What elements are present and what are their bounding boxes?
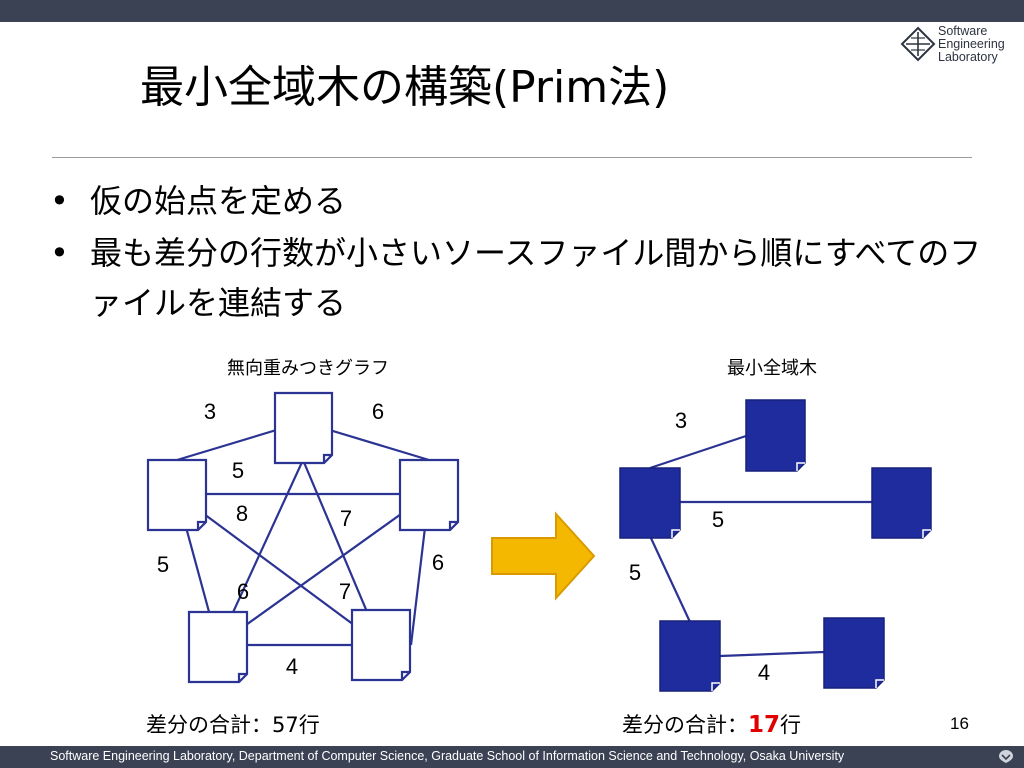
edge-weight: 5 xyxy=(232,458,244,483)
right-tree-weights: 3 5 5 4 xyxy=(629,408,770,685)
file-node-fold xyxy=(196,520,206,530)
right-total-suffix: 行 xyxy=(780,713,801,737)
edge xyxy=(719,650,825,658)
lab-logo-text: Software Engineering Laboratory xyxy=(938,25,1005,64)
title-divider xyxy=(52,157,972,158)
file-node xyxy=(187,610,249,684)
file-node xyxy=(659,620,721,692)
edge-weight: 6 xyxy=(432,550,444,575)
file-node xyxy=(273,391,334,465)
left-graph-weights: 3 6 5 8 7 5 6 6 7 4 xyxy=(157,399,444,679)
bullet-dot-icon: • xyxy=(50,182,69,220)
right-total-value: 17 xyxy=(748,712,780,738)
edge-weight: 3 xyxy=(675,408,687,433)
edge-weight: 5 xyxy=(712,507,724,532)
file-node xyxy=(398,458,460,532)
edge-weight: 6 xyxy=(237,579,249,604)
file-node-fold xyxy=(711,682,720,691)
bullet-text: 最も差分の行数が小さいソースファイル間から順にすべてのファイルを連結する xyxy=(90,234,982,322)
slide-title: 最小全域木の構築(Prim法) xyxy=(140,62,670,113)
edge-weight: 7 xyxy=(340,506,352,531)
right-tree-nodes xyxy=(619,399,932,692)
edge-weight: 5 xyxy=(629,560,641,585)
left-diagram-total: 差分の合計：57行 xyxy=(146,713,320,737)
bullet-item: • 最も差分の行数が小さいソースファイル間から順にすべてのファイルを連結する xyxy=(48,228,988,328)
lab-logo: Software Engineering Laboratory xyxy=(898,22,1022,68)
right-diagram-caption: 最小全域木 xyxy=(727,358,817,379)
left-graph-nodes xyxy=(146,391,460,684)
file-node-fold xyxy=(875,679,884,688)
file-node-fold xyxy=(671,529,680,538)
file-node-fold xyxy=(922,529,931,538)
file-node xyxy=(823,617,885,689)
bullet-item: • 仮の始点を定める xyxy=(48,176,988,226)
file-node xyxy=(619,467,681,539)
file-node xyxy=(745,399,806,472)
footer-logo-icon xyxy=(999,750,1013,763)
right-diagram-total: 差分の合計：17行 xyxy=(622,712,801,738)
right-arrow-icon xyxy=(491,511,596,601)
edge xyxy=(649,434,747,470)
file-node-fold xyxy=(237,672,247,682)
page-number: 16 xyxy=(950,714,969,733)
edge xyxy=(649,535,691,623)
file-node xyxy=(350,608,412,682)
top-bar xyxy=(0,0,1024,22)
file-node xyxy=(871,467,932,539)
footer-text: Software Engineering Laboratory, Departm… xyxy=(50,749,845,763)
left-diagram-caption: 無向重みつきグラフ xyxy=(227,358,389,379)
bullet-dot-icon: • xyxy=(50,234,69,272)
logo-line-3: Laboratory xyxy=(938,50,998,64)
file-node-fold xyxy=(322,453,332,463)
file-node-fold xyxy=(448,520,458,530)
lab-logo-icon xyxy=(900,26,936,62)
footer-bar: Software Engineering Laboratory, Departm… xyxy=(0,746,1024,768)
right-total-prefix: 差分の合計： xyxy=(622,713,748,737)
file-node-fold xyxy=(796,462,805,471)
edge xyxy=(217,493,430,646)
edge xyxy=(176,493,382,646)
edge-weight: 5 xyxy=(157,552,169,577)
edge-weight: 6 xyxy=(372,399,384,424)
edge-weight: 4 xyxy=(286,654,298,679)
edge-weight: 8 xyxy=(236,501,248,526)
right-tree-edges xyxy=(649,434,872,658)
edge-weight: 7 xyxy=(339,579,351,604)
file-node-fold xyxy=(400,670,410,680)
bullet-list: • 仮の始点を定める • 最も差分の行数が小さいソースファイル間から順にすべての… xyxy=(48,176,988,330)
edge-weight: 4 xyxy=(758,660,770,685)
logo-line-2: Engineering xyxy=(938,37,1005,51)
logo-line-1: Software xyxy=(938,24,988,38)
file-node xyxy=(146,458,208,532)
bullet-text: 仮の始点を定める xyxy=(90,182,347,220)
edge-weight: 3 xyxy=(204,399,216,424)
